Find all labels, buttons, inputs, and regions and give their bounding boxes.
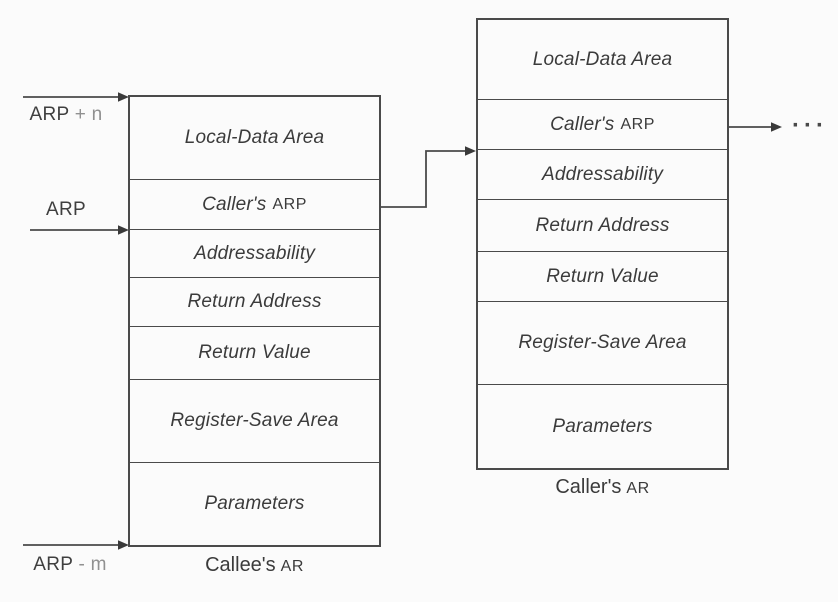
field-return-value: Return Value — [130, 327, 379, 380]
callee-ar-box: Local-Data Area Caller's ARP Addressabil… — [128, 95, 381, 547]
arp-offset: + n — [74, 104, 103, 125]
arp-base: ARP — [33, 554, 73, 575]
field-return-value: Return Value — [478, 252, 727, 302]
arp-offset: - m — [78, 554, 107, 575]
field-local-data-area: Local-Data Area — [130, 97, 379, 180]
field-return-address: Return Address — [130, 278, 379, 327]
field-label: Caller's — [202, 193, 267, 215]
caller-ar-box: Local-Data Area Caller's ARP Addressabil… — [476, 18, 729, 470]
arp-base: ARP — [29, 104, 70, 125]
field-parameters: Parameters — [130, 463, 379, 545]
continuation-ellipsis: ··· — [792, 112, 828, 139]
field-local-data-area: Local-Data Area — [478, 20, 727, 100]
field-callers-arp: Caller's ARP — [478, 100, 727, 150]
field-addressability: Addressability — [478, 150, 727, 200]
field-register-save-area: Register-Save Area — [478, 302, 727, 385]
callers-arp-link-arrow — [381, 146, 476, 208]
arp-arrow — [30, 225, 129, 235]
field-label: Parameters — [204, 493, 305, 514]
field-return-address: Return Address — [478, 200, 727, 252]
caption-acronym: AR — [626, 480, 650, 497]
arp-base: ARP — [46, 199, 86, 220]
field-label: Register-Save Area — [518, 332, 687, 353]
field-label: Register-Save Area — [170, 410, 339, 431]
field-callers-arp: Caller's ARP — [130, 180, 379, 230]
arp-minus-m-label: ARP - m — [18, 554, 122, 576]
caption-acronym: AR — [280, 558, 304, 575]
field-addressability: Addressability — [130, 230, 379, 278]
next-ar-link-arrow — [729, 122, 782, 132]
field-label: Local-Data Area — [532, 48, 673, 70]
arp-label: ARP — [14, 199, 118, 221]
field-label: Return Value — [198, 342, 311, 363]
field-label: Local-Data Area — [184, 127, 325, 148]
field-label: Return Address — [187, 291, 322, 312]
caption-text: Callee's — [205, 554, 276, 576]
field-label: Addressability — [541, 163, 664, 185]
field-register-save-area: Register-Save Area — [130, 380, 379, 463]
field-label: Caller's — [550, 113, 615, 135]
field-parameters: Parameters — [478, 385, 727, 468]
field-acronym: ARP — [620, 115, 655, 133]
field-label: Return Address — [535, 214, 670, 236]
arp-plus-n-label: ARP + n — [14, 104, 118, 126]
field-label: Addressability — [193, 242, 316, 264]
arp-minus-m-arrow — [23, 540, 129, 550]
field-label: Return Value — [546, 265, 659, 287]
field-label: Parameters — [552, 415, 653, 437]
arp-plus-n-arrow — [23, 92, 129, 102]
field-acronym: ARP — [272, 195, 307, 213]
caption-text: Caller's — [555, 476, 622, 498]
